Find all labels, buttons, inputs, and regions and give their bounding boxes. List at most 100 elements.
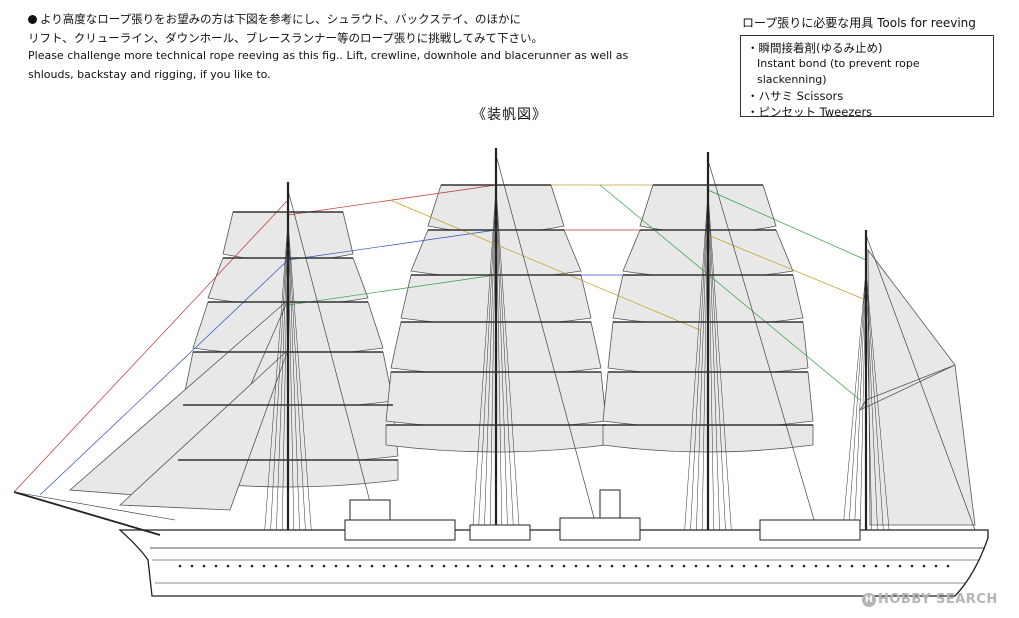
backstay-line (707, 159, 821, 541)
masts (286, 148, 868, 548)
rigging-lines (13, 154, 976, 541)
porthole (526, 564, 530, 568)
intro-line-1-en: Please challenge more technical rope ree… (28, 49, 629, 62)
porthole (430, 564, 434, 568)
shroud (707, 191, 733, 541)
porthole (202, 564, 206, 568)
intro-line-1-ja: より高度なロープ張りをお望みの方は下図を参考にし、シュラウド、バックステイ、のほ… (28, 10, 668, 29)
stay-line (707, 189, 867, 261)
porthole (778, 564, 782, 568)
backstay-line (495, 154, 601, 541)
yards (178, 184, 813, 461)
shroud (287, 221, 313, 541)
porthole (178, 564, 182, 568)
ship-hull (118, 529, 989, 597)
backstay-line (865, 234, 976, 531)
stay-line (287, 229, 497, 261)
shroud (853, 269, 867, 541)
shroud (495, 187, 509, 541)
porthole (298, 564, 302, 568)
shroud (495, 187, 521, 541)
porthole (658, 564, 662, 568)
porthole (514, 564, 518, 568)
porthole (826, 564, 830, 568)
porthole (730, 564, 734, 568)
porthole (802, 564, 806, 568)
porthole (406, 564, 410, 568)
shroud (683, 191, 709, 541)
porthole (334, 564, 338, 568)
porthole (226, 564, 230, 568)
porthole (442, 564, 446, 568)
shroud (275, 221, 289, 541)
shroud (695, 191, 709, 541)
shroud (287, 221, 307, 541)
porthole (454, 564, 458, 568)
portholes (178, 564, 950, 568)
porthole (310, 564, 314, 568)
porthole (934, 564, 938, 568)
tool-item-bond-en: Instant bond (to prevent rope slackennin… (757, 57, 920, 86)
porthole (250, 564, 254, 568)
shroud (477, 187, 497, 541)
tool-item-tweezers: ・ピンセット Tweezers (747, 105, 873, 119)
porthole (862, 564, 866, 568)
shroud (269, 221, 289, 541)
porthole (610, 564, 614, 568)
porthole (418, 564, 422, 568)
porthole (706, 564, 710, 568)
stay-line (389, 199, 701, 331)
porthole (874, 564, 878, 568)
shroud (471, 187, 497, 541)
shroud (865, 269, 879, 541)
porthole (838, 564, 842, 568)
stay-line (287, 274, 497, 306)
intro-text: より高度なロープ張りをお望みの方は下図を参考にし、シュラウド、バックステイ、のほ… (28, 10, 668, 84)
tools-box: ・瞬間接着剤(ゆるみ止め) Instant bond (to prevent r… (740, 35, 994, 119)
stay-line (287, 184, 497, 216)
stay-line (707, 234, 867, 301)
shroud (841, 269, 867, 541)
shroud (495, 187, 515, 541)
bowsprit (13, 491, 176, 536)
tools-title: ロープ張りに必要な用具 Tools for reeving (742, 16, 976, 30)
porthole (502, 564, 506, 568)
shroud (287, 221, 301, 541)
shroud (865, 269, 885, 541)
stay-line (599, 184, 861, 401)
porthole (586, 564, 590, 568)
bullet-icon (28, 15, 37, 24)
porthole (358, 564, 362, 568)
porthole (886, 564, 890, 568)
porthole (694, 564, 698, 568)
porthole (562, 564, 566, 568)
porthole (490, 564, 494, 568)
jigger-spanker-sail (867, 248, 976, 526)
porthole (850, 564, 854, 568)
porthole (682, 564, 686, 568)
porthole (466, 564, 470, 568)
porthole (394, 564, 398, 568)
porthole (742, 564, 746, 568)
porthole (382, 564, 386, 568)
porthole (370, 564, 374, 568)
shroud (707, 191, 727, 541)
intro-line-2-en: shlouds, backstay and rigging, if you li… (28, 67, 271, 81)
fore-topmast-staysail (119, 349, 289, 511)
shroud (483, 187, 497, 541)
shroud (865, 269, 891, 541)
porthole (478, 564, 482, 568)
porthole (346, 564, 350, 568)
porthole (634, 564, 638, 568)
porthole (286, 564, 290, 568)
sails (69, 184, 976, 526)
porthole (322, 564, 326, 568)
porthole (790, 564, 794, 568)
porthole (538, 564, 542, 568)
porthole (922, 564, 926, 568)
porthole (646, 564, 650, 568)
tool-item-scissors: ・ハサミ Scissors (747, 89, 844, 103)
deck-houses (344, 489, 861, 541)
